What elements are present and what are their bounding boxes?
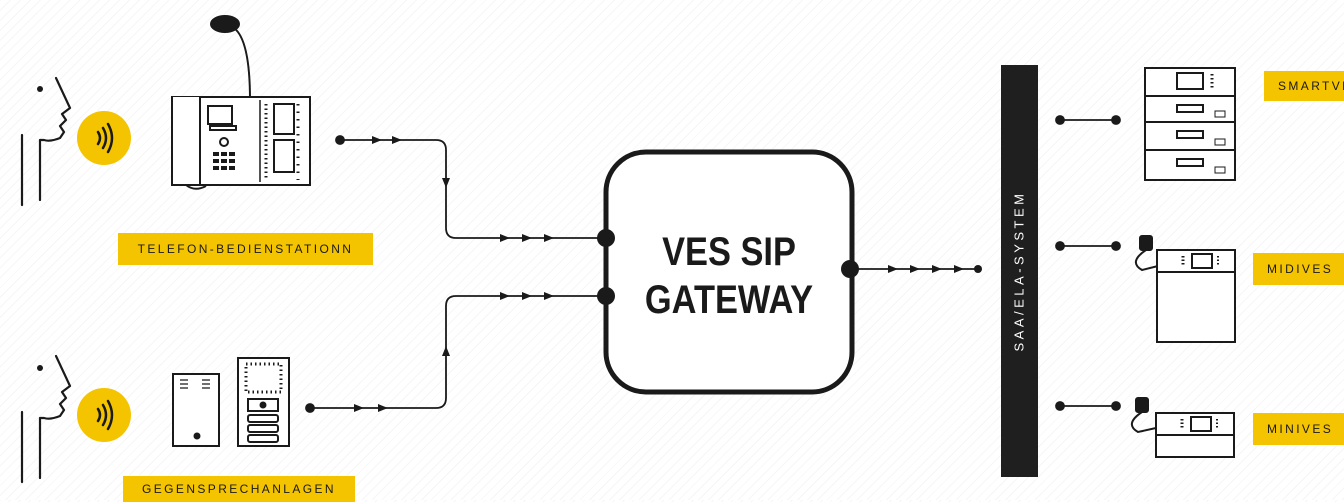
saa-ela-system-bus	[1001, 65, 1038, 477]
connector-line-phone-to-gateway	[305, 135, 604, 413]
speaker-head-icon-top	[20, 76, 72, 207]
saa-ela-system-label: SAA/ELA-SYSTEM	[1011, 190, 1027, 352]
label-minives: MINIVES	[1253, 413, 1344, 445]
sound-waves-icon-top	[77, 111, 131, 165]
speaker-head-icon-bottom	[20, 354, 72, 484]
smartves-rack-icon	[1144, 67, 1236, 181]
connector-line-gateway-to-bus	[858, 265, 982, 273]
sound-waves-icon-bottom	[77, 388, 131, 442]
label-midives: MIDIVES	[1253, 253, 1344, 285]
gateway-title: VES SIP GATEWAY	[623, 228, 835, 324]
label-smartves: SMARTVES	[1264, 71, 1344, 101]
label-gegensprechanlagen: GEGENSPRECHANLAGEN	[123, 476, 355, 502]
midives-unit-icon	[1135, 235, 1236, 343]
minives-unit-icon	[1131, 397, 1235, 458]
gateway-title-line2: GATEWAY	[644, 278, 814, 322]
desk-phone-station-icon	[171, 15, 311, 190]
bus-output-lines	[1055, 115, 1121, 411]
flow-arrows	[354, 136, 554, 412]
label-telefon-bedienstationn: TELEFON-BEDIENSTATIONN	[118, 233, 373, 265]
gateway-title-line1: VES SIP	[662, 230, 796, 274]
intercom-station-icon	[172, 357, 290, 447]
